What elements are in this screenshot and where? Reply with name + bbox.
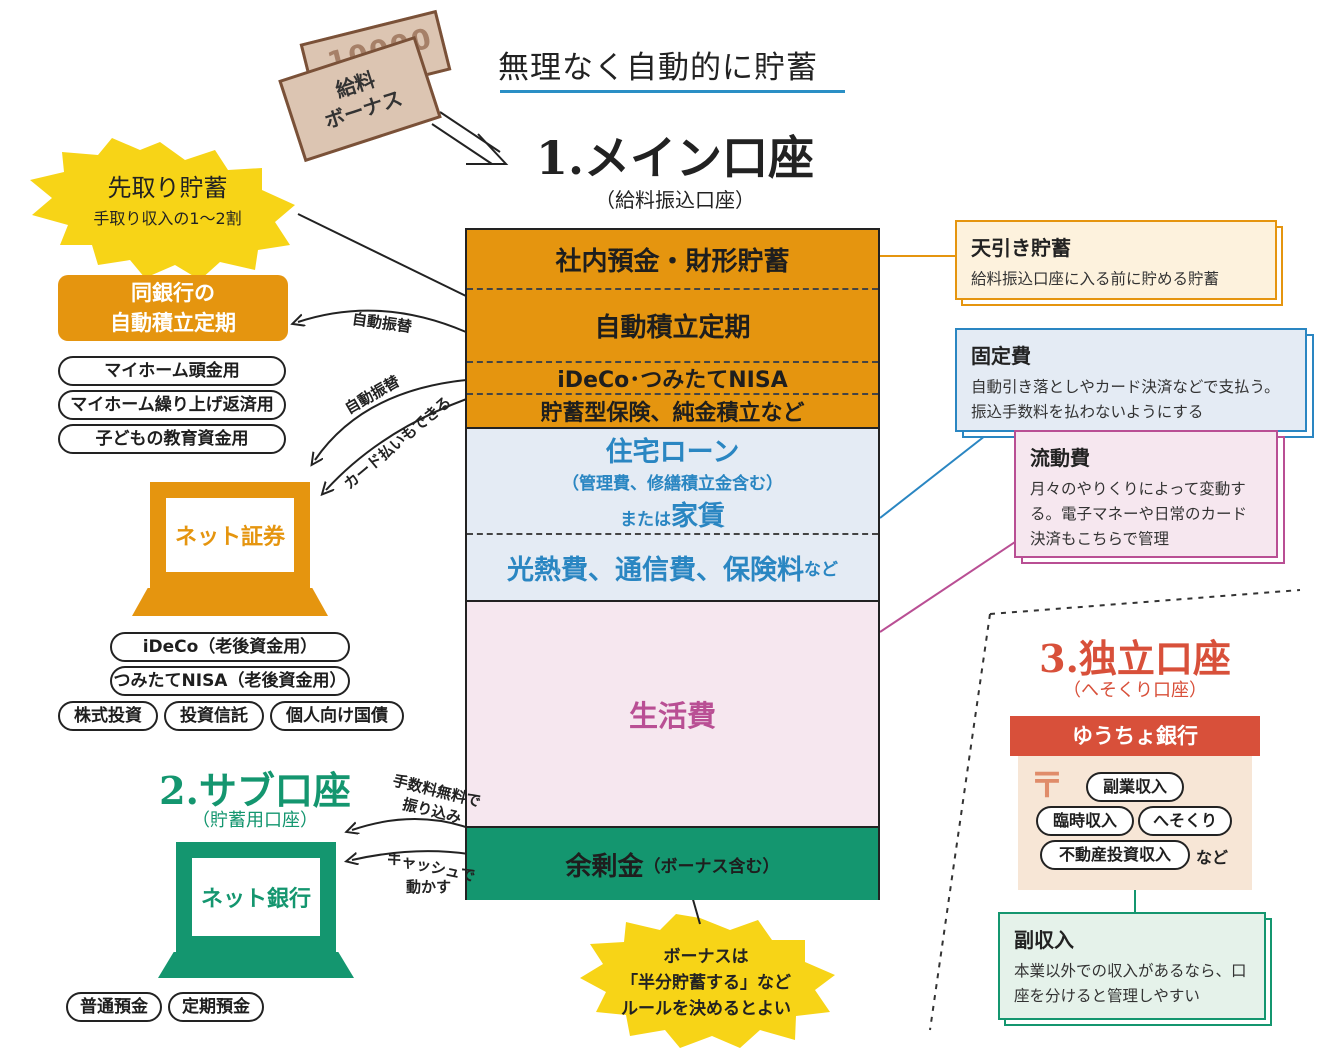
independent-suffix: など [1196, 848, 1229, 867]
pill-same-bank-0: マイホーム頭金用 [58, 356, 286, 386]
pill-securities-2: 株式投資 [58, 701, 158, 731]
pill-bank-0: 普通預金 [66, 992, 162, 1022]
sub-account-subtitle: （貯蓄用口座） [192, 810, 318, 831]
pill-same-bank-2: 子どもの教育資金用 [58, 424, 286, 454]
pill-securities-3: 投資信託 [164, 701, 264, 731]
box-tenbiki: 天引き貯蓄 給料振込口座に入る前に貯める貯蓄 [955, 220, 1277, 300]
segment-hoken: 貯蓄型保険、純金積立など [467, 395, 878, 429]
starburst-bottom-line3: ルールを決めるとよい [621, 999, 791, 1019]
pill-independent-1: 臨時収入 [1036, 806, 1134, 836]
main-account-title: 1.メイン口座 [535, 131, 815, 185]
independent-title: 3.独立口座 [1039, 636, 1231, 681]
pill-independent-0: 副業収入 [1086, 772, 1184, 802]
housing-or: または [620, 509, 671, 530]
label-cash-move-2: 動かす [406, 878, 452, 896]
utilities-suffix: など [804, 560, 838, 580]
segment-surplus: 余剰金（ボーナス含む） [467, 828, 878, 900]
main-account-column: 社内預金・財形貯蓄 自動積立定期 iDeCo･つみたてNISA 貯蓄型保険、純金… [465, 228, 880, 900]
housing-rent: 家賃 [671, 500, 725, 532]
starburst-bottom: ボーナスは 「半分貯蓄する」など ルールを決めるとよい [606, 944, 806, 1022]
segment-living: 生活費 [467, 602, 878, 828]
starburst-top: 先取り貯蓄 手取り収入の1〜2割 [60, 168, 275, 229]
starburst-top-shape [30, 138, 295, 280]
sub-account-title: 2.サブ口座 [159, 768, 351, 813]
pill-securities-4: 個人向け国債 [270, 701, 404, 731]
starburst-bottom-shape [580, 914, 835, 1048]
independent-subtitle: （へそくり口座） [1063, 680, 1207, 701]
pill-securities-0: iDeCo（老後資金用） [110, 632, 350, 662]
starburst-bottom-line2: 「半分貯蓄する」など [621, 973, 791, 993]
net-securities-laptop-base [132, 588, 328, 616]
postal-mark-icon: 〒 [1030, 766, 1064, 806]
page-title: 無理なく自動的に貯蓄 [498, 50, 818, 86]
yucho-bank-name: ゆうちょ銀行 [1072, 724, 1198, 748]
box-kotei-text: 自動引き落としやカード決済などで支払う。振込手数料を払わないようにする [971, 378, 1280, 421]
main-account-subtitle: （給料振込口座） [595, 188, 755, 212]
segment-ideco-nisa: iDeCo･つみたてNISA [467, 363, 878, 395]
net-securities-laptop: ネット証券 [150, 482, 310, 588]
pill-securities-1: つみたてNISA（老後資金用） [110, 666, 350, 696]
surplus-label: 余剰金 [565, 851, 644, 882]
segment-shanai: 社内預金・財形貯蓄 [467, 230, 878, 290]
box-ryudo-title: 流動費 [1030, 446, 1090, 470]
yucho-roof: ゆうちょ銀行 [1010, 716, 1260, 756]
box-tenbiki-title: 天引き貯蓄 [971, 236, 1071, 260]
starburst-top-title: 先取り貯蓄 [107, 174, 228, 202]
net-bank-laptop: ネット銀行 [176, 842, 336, 952]
box-ryudo: 流動費 月々のやりくりによって変動する。電子マネーや日常のカード決済もこちらで管… [1014, 430, 1278, 558]
box-ryudo-text: 月々のやりくりによって変動する。電子マネーや日常のカード決済もこちらで管理 [1030, 480, 1248, 548]
pill-independent-3: 不動産投資収入 [1040, 840, 1190, 870]
box-kotei: 固定費 自動引き落としやカード決済などで支払う。振込手数料を払わないようにする [955, 328, 1307, 432]
segment-jidou-teiki: 自動積立定期 [467, 290, 878, 363]
segment-utilities: 光熱費、通信費、保険料など [467, 535, 878, 602]
pill-bank-1: 定期預金 [168, 992, 264, 1022]
starburst-top-sub: 手取り収入の1〜2割 [93, 209, 242, 228]
housing-sub: （管理費、修繕積立金含む） [562, 473, 783, 494]
title-underline [500, 90, 845, 93]
starburst-bottom-line1: ボーナスは [663, 947, 749, 967]
net-bank-laptop-base [158, 952, 354, 978]
box-fuku-text: 本業以外での収入があるなら、口座を分けると管理しやすい [1014, 962, 1247, 1005]
same-bank-box: 同銀行の 自動積立定期 [58, 275, 288, 341]
box-tenbiki-text: 給料振込口座に入る前に貯める貯蓄 [971, 270, 1220, 288]
pill-independent-2: へそくり [1138, 806, 1232, 836]
same-bank-line1: 同銀行の [131, 281, 215, 305]
box-fuku-title: 副収入 [1014, 928, 1074, 952]
box-kotei-title: 固定費 [971, 344, 1031, 368]
segment-housing: 住宅ローン （管理費、修繕積立金含む） または家賃 [467, 429, 878, 535]
pill-same-bank-1: マイホーム繰り上げ返済用 [58, 390, 286, 420]
surplus-note: （ボーナス含む） [643, 856, 780, 877]
housing-main: 住宅ローン [605, 436, 740, 468]
net-bank-label: ネット銀行 [200, 887, 311, 912]
box-fuku: 副収入 本業以外での収入があるなら、口座を分けると管理しやすい [998, 912, 1266, 1020]
net-securities-label: ネット証券 [174, 525, 285, 550]
same-bank-line2: 自動積立定期 [110, 311, 236, 335]
utilities-label: 光熱費、通信費、保険料 [507, 555, 804, 586]
